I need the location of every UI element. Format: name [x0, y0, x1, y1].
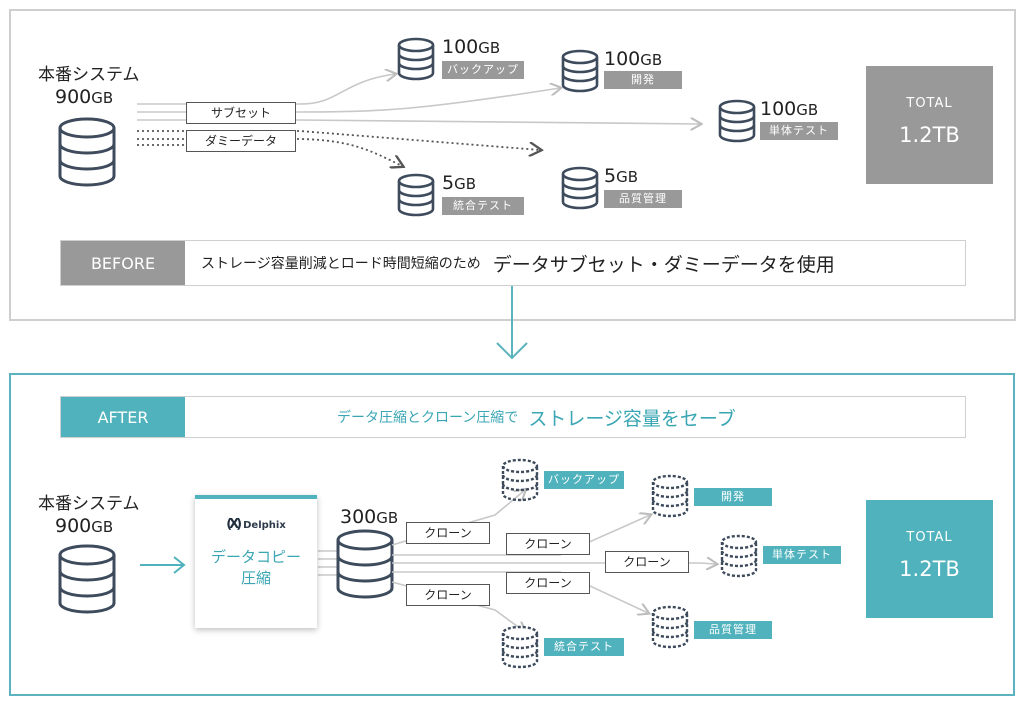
after-target-tag: 単体テスト [763, 546, 841, 564]
clone-label: クローン [406, 584, 490, 606]
before-target-tag: バックアップ [442, 61, 524, 79]
before-source-db-icon [58, 117, 116, 187]
before-badge: BEFORE [61, 241, 185, 285]
before-target-size: 5GB [604, 165, 639, 187]
after-compress-lines [318, 550, 338, 576]
before-dummy-flow [137, 130, 540, 166]
after-summary-text: データ圧縮とクローン圧縮で [337, 410, 519, 426]
after-total-label: TOTAL [906, 530, 953, 545]
before-target-db-icon [718, 99, 756, 143]
after-panel [9, 373, 1015, 696]
before-target-db-icon [397, 37, 435, 81]
before-total-box: TOTAL 1.2TB [866, 66, 993, 184]
before-target-size: 100GB [760, 98, 819, 120]
delphix-logo-icon: (X) [226, 517, 242, 532]
before-total-value: 1.2TB [899, 123, 960, 147]
delphix-logo: (X)Delphix [226, 517, 286, 532]
before-summary-text: ストレージ容量削減とロード時間短縮のため [201, 256, 481, 272]
before-total-label: TOTAL [906, 96, 953, 111]
before-target-size: 100GB [604, 48, 663, 70]
before-source-title: 本番システム [38, 65, 140, 85]
clone-label: クローン [406, 522, 490, 544]
before-target-db-icon [561, 166, 599, 210]
after-target-tag: 統合テスト [544, 638, 624, 656]
after-total-box: TOTAL 1.2TB [866, 500, 993, 618]
after-source-title: 本番システム [38, 494, 140, 514]
subset-label: サブセット [186, 102, 296, 124]
after-summary-highlight: ストレージ容量をセーブ [528, 407, 736, 430]
clone-label: クローン [506, 533, 590, 555]
before-target-size: 100GB [442, 36, 501, 58]
after-mid-size: 300GB [340, 506, 399, 528]
before-target-db-icon [397, 173, 435, 217]
delphix-line1: データコピー [210, 548, 301, 566]
before-target-tag: 統合テスト [442, 197, 524, 215]
before-target-tag: 単体テスト [760, 122, 838, 140]
after-target-tag: 開発 [694, 488, 772, 506]
delphix-box: (X)Delphix データコピー 圧縮 [195, 495, 317, 628]
after-total-value: 1.2TB [899, 557, 960, 581]
dummy-data-label: ダミーデータ [186, 130, 296, 152]
before-target-db-icon [561, 49, 599, 93]
delphix-line2: 圧縮 [240, 569, 271, 587]
after-badge: AFTER [61, 397, 185, 437]
before-source-size: 900GB [55, 86, 114, 108]
down-arrow [496, 286, 528, 360]
after-summary-bar: AFTER データ圧縮とクローン圧縮で ストレージ容量をセーブ [60, 396, 966, 438]
before-summary-bar: BEFORE ストレージ容量削減とロード時間短縮のため データサブセット・ダミー… [60, 240, 966, 286]
after-target-tag: 品質管理 [694, 621, 772, 639]
clone-label: クローン [605, 551, 689, 573]
before-target-tag: 開発 [604, 71, 682, 89]
after-target-tag: バックアップ [544, 471, 624, 489]
before-target-tag: 品質管理 [604, 190, 682, 208]
after-source-size: 900GB [55, 515, 114, 537]
after-source-arrow [140, 556, 186, 574]
clone-label: クローン [506, 572, 590, 594]
before-summary-highlight: データサブセット・ダミーデータを使用 [492, 253, 835, 276]
before-target-size: 5GB [442, 172, 477, 194]
